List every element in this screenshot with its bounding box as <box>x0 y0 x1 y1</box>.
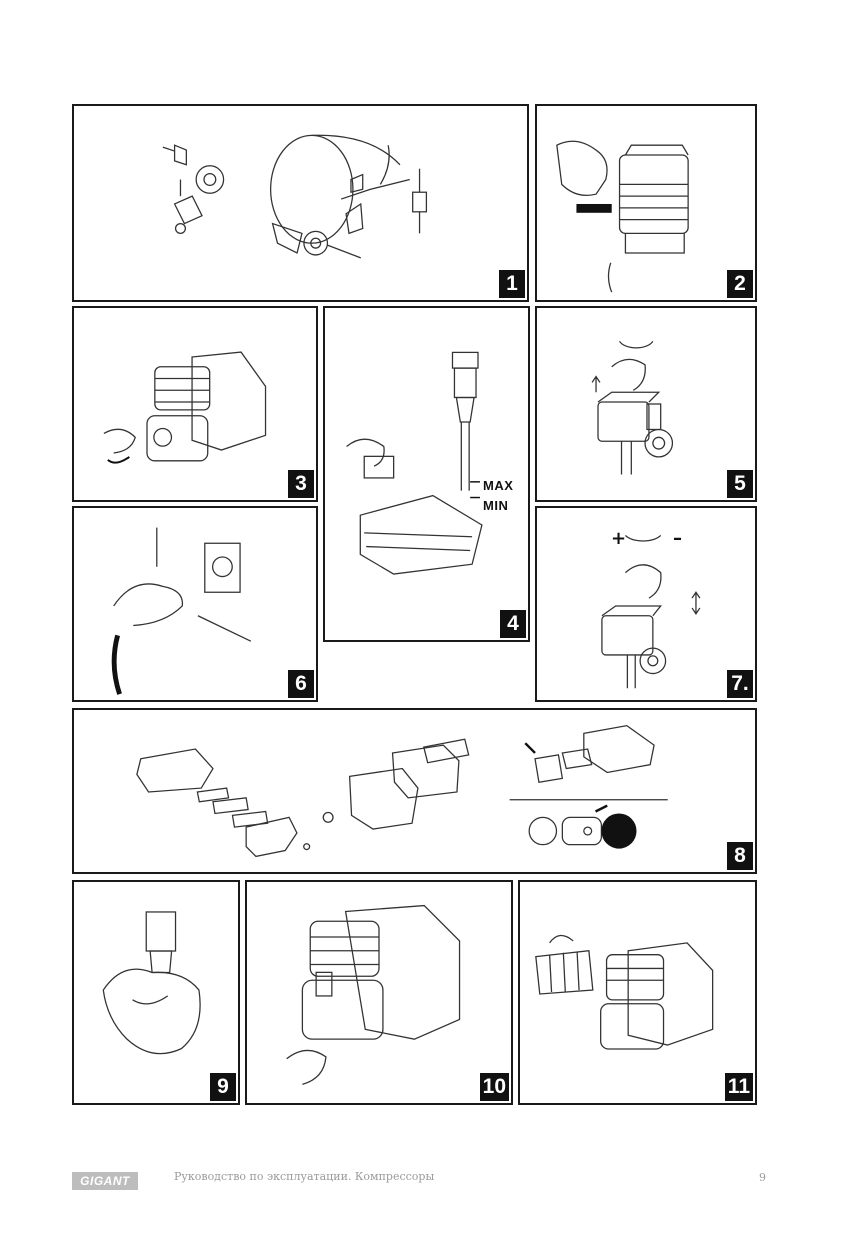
figure-number: 4 <box>500 610 526 638</box>
figure-number: 6 <box>288 670 314 698</box>
illustration-pressure-switch-cap <box>591 340 674 475</box>
illustration-valve-plate-and-filter <box>136 724 668 858</box>
max-level-label: MAX <box>483 478 514 493</box>
figure-panel-7: + – 7. <box>535 506 757 702</box>
illustration-compressor-drain <box>103 351 267 464</box>
figure-panel-2: 2 <box>535 104 757 302</box>
figure-number: 10 <box>479 1073 509 1101</box>
figure-number: 1 <box>499 270 525 298</box>
footer-title: Руководство по эксплуатации. Компрессоры <box>174 1170 435 1183</box>
figure-number: 7. <box>727 670 753 698</box>
increase-symbol: + <box>611 528 627 549</box>
illustration-compressor-valve <box>286 904 461 1085</box>
figure-number: 3 <box>288 470 314 498</box>
figure-number: 5 <box>727 470 753 498</box>
illustration-pressure-adjust <box>601 534 701 689</box>
figure-panel-3: 3 <box>72 306 318 502</box>
figure-panel-9: 9 <box>72 880 240 1105</box>
illustration-quick-coupler <box>111 527 252 695</box>
figure-panel-4: MAX MIN 4 <box>323 306 530 642</box>
figure-panel-6: 6 <box>72 506 318 702</box>
figure-panel-1: 1 <box>72 104 529 302</box>
figure-number: 9 <box>210 1073 236 1101</box>
page-number: 9 <box>759 1171 766 1184</box>
illustration-wheel-assembly <box>162 134 428 259</box>
illustration-cylinder-head-hand <box>556 140 689 293</box>
figure-panel-10: 10 <box>245 880 513 1105</box>
figure-number: 8 <box>727 842 753 870</box>
figure-number: 2 <box>727 270 753 298</box>
decrease-symbol: – <box>673 528 682 549</box>
illustration-air-filter <box>535 934 714 1050</box>
gigant-logo: GIGANT <box>72 1172 138 1190</box>
figure-panel-8: 8 <box>72 708 757 874</box>
min-level-label: MIN <box>483 498 509 513</box>
figure-panel-11: 11 <box>518 880 757 1105</box>
figure-number: 11 <box>724 1073 753 1101</box>
figure-panel-5: 5 <box>535 306 757 502</box>
illustration-oil-dipstick <box>346 351 483 575</box>
illustration-hand-fitting <box>102 911 201 1055</box>
